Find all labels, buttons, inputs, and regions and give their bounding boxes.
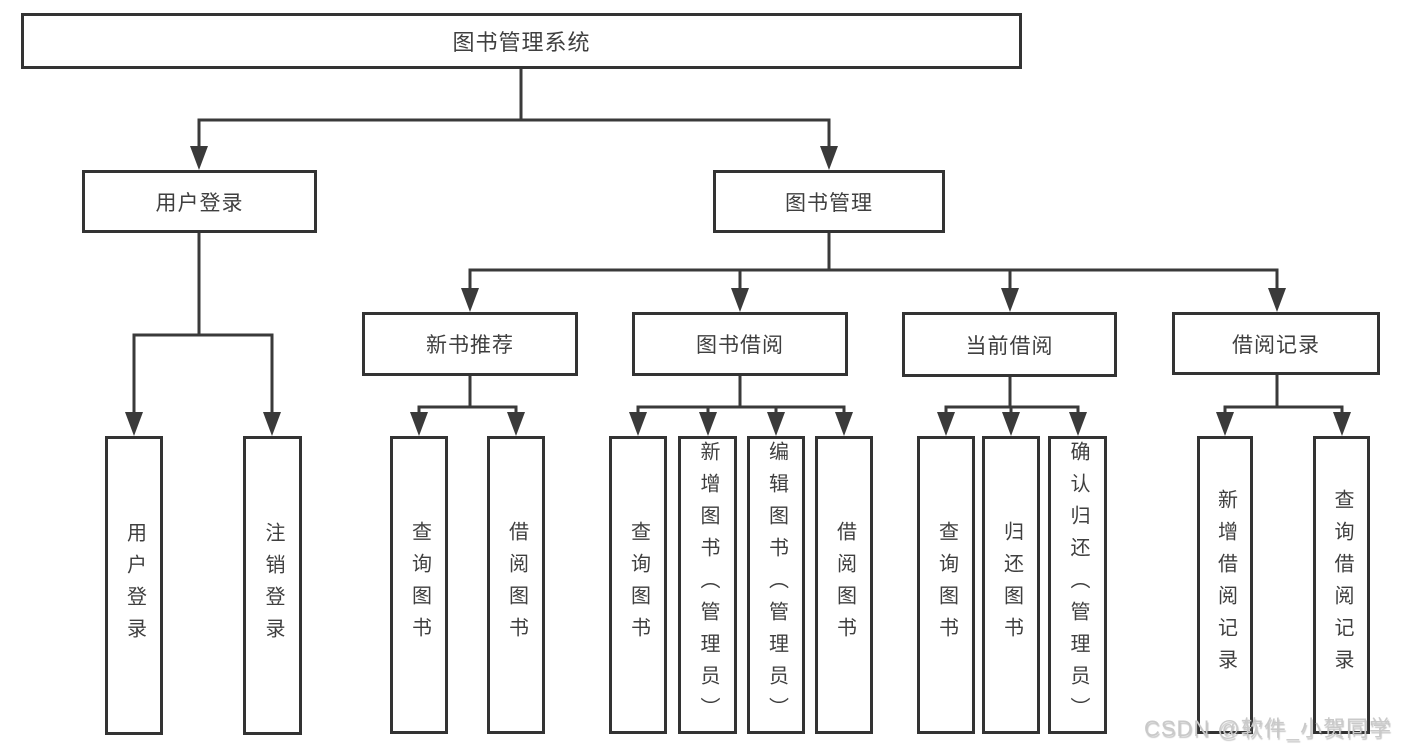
- leaf-add-books-admin: 新增图书（管理员）: [678, 436, 737, 734]
- node-user-login-label: 用户登录: [155, 191, 244, 215]
- leaf-query-borrow-record: 查询借阅记录: [1313, 436, 1370, 734]
- node-current-borrowing: 当前借阅: [902, 312, 1117, 377]
- node-book-management: 图书管理: [713, 170, 945, 233]
- node-book-borrowing: 图书借阅: [632, 312, 848, 376]
- leaf-confirm-return-admin-label: 确认归还（管理员）: [1067, 441, 1089, 729]
- leaf-add-borrow-record-label: 新增借阅记录: [1214, 489, 1237, 681]
- node-book-management-label: 图书管理: [785, 191, 873, 215]
- node-root-label: 图书管理系统: [452, 30, 591, 55]
- node-current-borrowing-label: 当前借阅: [965, 334, 1054, 358]
- leaf-return-books-label: 归还图书: [1000, 521, 1023, 649]
- leaf-query-books-borrowing: 查询图书: [609, 436, 667, 734]
- node-new-book-recommend: 新书推荐: [362, 312, 578, 376]
- leaf-query-books-recommend-label: 查询图书: [408, 521, 431, 649]
- csdn-watermark: CSDN @软件_小贺同学: [1143, 716, 1392, 741]
- leaf-borrow-books: 借阅图书: [815, 436, 873, 734]
- leaf-borrow-books-label: 借阅图书: [833, 521, 856, 649]
- node-book-borrowing-label: 图书借阅: [696, 334, 784, 357]
- node-new-book-recommend-label: 新书推荐: [426, 334, 514, 357]
- leaf-user-login-label: 用户登录: [123, 521, 146, 650]
- node-user-login: 用户登录: [82, 170, 317, 233]
- leaf-query-books-recommend: 查询图书: [390, 436, 448, 734]
- leaf-logout-label: 注销登录: [262, 521, 284, 650]
- leaf-edit-books-admin: 编辑图书（管理员）: [747, 436, 805, 734]
- node-root-system: 图书管理系统: [21, 13, 1022, 69]
- leaf-borrow-books-recommend: 借阅图书: [487, 436, 545, 734]
- leaf-borrow-books-recommend-label: 借阅图书: [505, 521, 528, 649]
- leaf-confirm-return-admin: 确认归还（管理员）: [1048, 436, 1107, 734]
- node-borrow-records: 借阅记录: [1172, 312, 1380, 375]
- leaf-query-borrow-record-label: 查询借阅记录: [1331, 489, 1353, 681]
- leaf-query-books-current: 查询图书: [917, 436, 975, 734]
- leaf-add-books-admin-label: 新增图书（管理员）: [697, 441, 719, 729]
- leaf-user-login: 用户登录: [105, 436, 163, 735]
- leaf-logout: 注销登录: [243, 436, 302, 735]
- leaf-return-books: 归还图书: [982, 436, 1040, 734]
- leaf-query-books-borrowing-label: 查询图书: [627, 521, 650, 649]
- arrowheads: [125, 146, 1351, 436]
- leaf-query-books-current-label: 查询图书: [935, 521, 958, 649]
- leaf-edit-books-admin-label: 编辑图书（管理员）: [765, 441, 788, 729]
- leaf-add-borrow-record: 新增借阅记录: [1197, 436, 1253, 734]
- node-borrow-records-label: 借阅记录: [1232, 333, 1320, 357]
